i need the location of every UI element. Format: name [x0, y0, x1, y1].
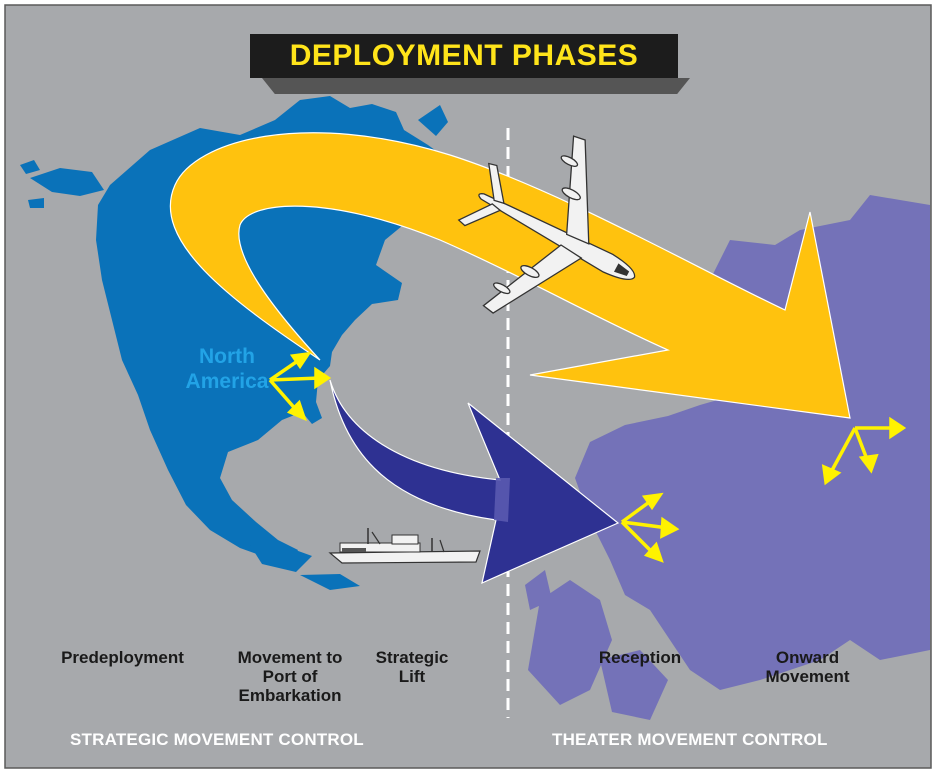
dispersal-arrows-icon	[821, 416, 907, 486]
diagram-title: DEPLOYMENT PHASES	[289, 39, 639, 72]
title-banner	[250, 34, 678, 78]
control-zone-strategic: STRATEGIC MOVEMENT CONTROL	[70, 730, 364, 749]
region-label-north-america: North America	[185, 345, 269, 393]
ship-icon	[328, 528, 481, 564]
title-shadow	[262, 78, 690, 94]
control-zone-theater: THEATER MOVEMENT CONTROL	[552, 730, 828, 749]
phase-label-onward-movement: Onward Movement	[765, 648, 850, 686]
phase-label-reception: Reception	[598, 648, 682, 667]
phase-label-strategic-lift: Strategic Lift	[375, 648, 449, 686]
dispersal-arrows-icon	[620, 492, 680, 563]
dispersal-arrows-icon	[268, 351, 332, 422]
strategic-air-arrow	[169, 132, 851, 419]
airplane-icon	[457, 135, 636, 314]
theater-map	[525, 195, 930, 720]
strategic-sea-arrow	[329, 379, 620, 585]
phase-label-predeployment: Predeployment	[61, 648, 184, 667]
phase-label-movement-to-poe: Movement to Port of Embarkation	[237, 648, 343, 705]
